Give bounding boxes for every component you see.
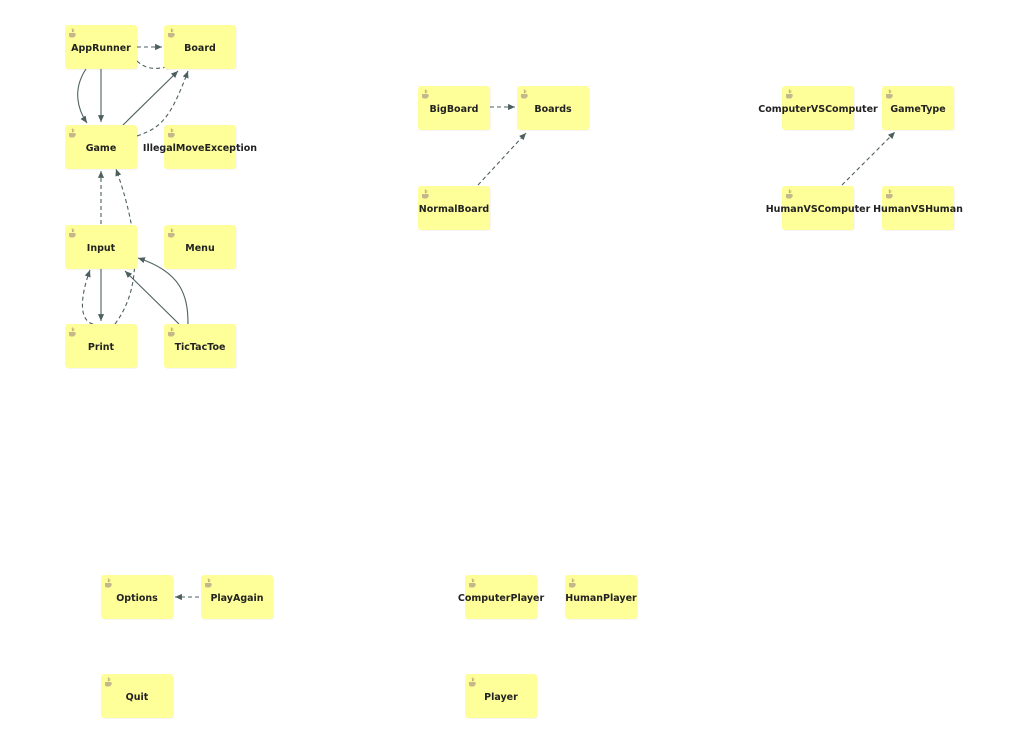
java-class-icon xyxy=(105,578,112,588)
class-node-label: NormalBoard xyxy=(418,203,490,215)
class-node-label: BigBoard xyxy=(429,103,479,115)
java-class-icon xyxy=(422,89,429,99)
class-node-label: Quit xyxy=(125,691,149,703)
java-class-icon xyxy=(521,89,528,99)
class-node-label: IllegalMoveException xyxy=(142,142,258,154)
java-class-icon xyxy=(469,578,476,588)
class-node-menu[interactable]: Menu xyxy=(164,225,236,269)
class-node-big-board[interactable]: BigBoard xyxy=(418,86,490,130)
class-node-label: HumanVSComputer xyxy=(765,203,871,215)
edge-print-to-input xyxy=(81,269,94,325)
java-class-icon xyxy=(69,128,76,138)
class-node-computer-player[interactable]: ComputerPlayer xyxy=(458,575,544,619)
java-class-icon xyxy=(886,89,893,99)
java-class-icon xyxy=(168,327,175,337)
class-node-label: GameType xyxy=(890,103,946,115)
class-node-label: TicTacToe xyxy=(174,341,226,353)
class-node-label: Options xyxy=(116,592,158,604)
class-node-game[interactable]: Game xyxy=(65,125,137,169)
edge-human-vs-computer-to-game-type xyxy=(841,131,896,186)
class-node-input[interactable]: Input xyxy=(65,225,137,269)
java-class-icon xyxy=(69,228,76,238)
class-node-label: AppRunner xyxy=(71,42,131,54)
class-node-player[interactable]: Player xyxy=(465,674,537,718)
class-node-human-vs-computer[interactable]: HumanVSComputer xyxy=(766,186,870,230)
class-node-label: PlayAgain xyxy=(210,592,264,604)
java-class-icon xyxy=(786,89,793,99)
java-class-icon xyxy=(168,28,175,38)
edge-tic-tac-toe-to-input xyxy=(124,270,180,325)
class-node-print[interactable]: Print xyxy=(65,324,137,368)
class-node-boards[interactable]: Boards xyxy=(517,86,589,130)
class-node-label: Menu xyxy=(185,242,215,254)
edge-app-runner-to-game xyxy=(77,68,88,124)
class-node-label: ComputerVSComputer xyxy=(758,103,878,115)
class-node-label: Board xyxy=(184,42,216,54)
edge-game-to-board xyxy=(122,70,179,126)
java-class-icon xyxy=(69,327,76,337)
class-node-label: Print xyxy=(87,341,115,353)
class-node-options[interactable]: Options xyxy=(101,575,173,619)
java-class-icon xyxy=(205,578,212,588)
class-node-quit[interactable]: Quit xyxy=(101,674,173,718)
class-node-label: Input xyxy=(86,242,116,254)
class-node-label: Game xyxy=(85,142,117,154)
class-node-human-player[interactable]: HumanPlayer xyxy=(565,575,637,619)
java-class-icon xyxy=(569,578,576,588)
java-class-icon xyxy=(786,189,793,199)
class-node-board[interactable]: Board xyxy=(164,25,236,69)
class-node-tic-tac-toe[interactable]: TicTacToe xyxy=(164,324,236,368)
java-class-icon xyxy=(69,28,76,38)
class-node-label: HumanVSHuman xyxy=(873,203,963,215)
class-node-human-vs-human[interactable]: HumanVSHuman xyxy=(873,186,963,230)
edge-normal-board-to-boards xyxy=(477,132,527,186)
java-class-icon xyxy=(886,189,893,199)
class-node-computer-vs-computer[interactable]: ComputerVSComputer xyxy=(758,86,878,130)
class-node-label: HumanPlayer xyxy=(565,592,637,604)
java-class-icon xyxy=(105,677,112,687)
java-class-icon xyxy=(168,228,175,238)
class-node-label: ComputerPlayer xyxy=(457,592,545,604)
java-class-icon xyxy=(422,189,429,199)
java-class-icon xyxy=(469,677,476,687)
class-node-app-runner[interactable]: AppRunner xyxy=(65,25,137,69)
class-node-illegal-move-exception[interactable]: IllegalMoveException xyxy=(143,125,257,169)
class-node-label: Boards xyxy=(534,103,572,115)
class-node-label: Player xyxy=(484,691,518,703)
java-class-icon xyxy=(168,128,175,138)
class-node-game-type[interactable]: GameType xyxy=(882,86,954,130)
class-node-normal-board[interactable]: NormalBoard xyxy=(418,186,490,230)
class-node-play-again[interactable]: PlayAgain xyxy=(201,575,273,619)
